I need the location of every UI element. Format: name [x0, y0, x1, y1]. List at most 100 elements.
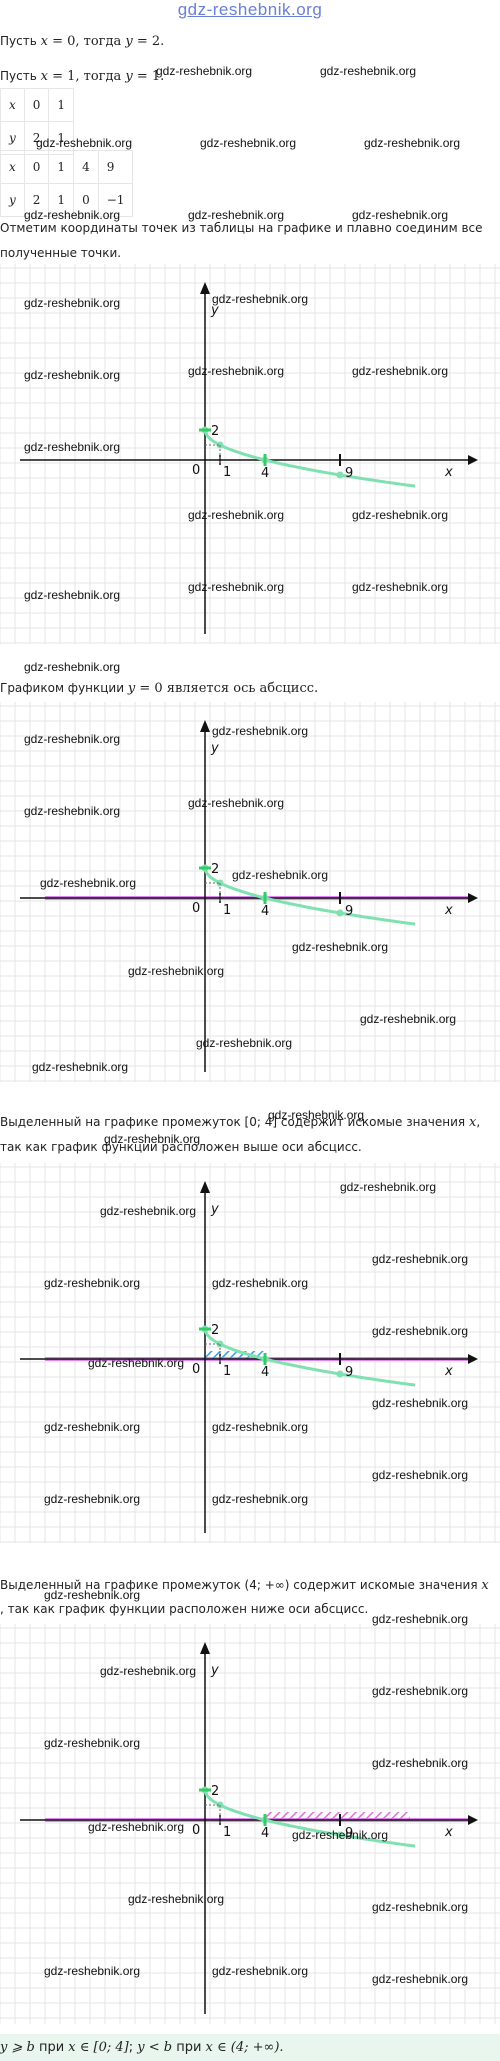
interval-0-4	[205, 1351, 265, 1359]
watermark: gdz-reshebnik.org	[32, 1060, 129, 1074]
watermark: gdz-reshebnik.org	[128, 964, 225, 978]
tick-label-4: 4	[261, 466, 269, 481]
watermark: gdz-reshebnik.org	[24, 208, 121, 222]
grid	[0, 264, 500, 644]
watermark: gdz-reshebnik.org	[196, 1036, 293, 1050]
watermark: gdz-reshebnik.org	[24, 732, 121, 746]
watermark: gdz-reshebnik.org	[24, 440, 121, 454]
watermark: gdz-reshebnik.org	[352, 508, 449, 522]
watermark: gdz-reshebnik.org	[128, 1892, 225, 1906]
tick-label-0: 0	[192, 463, 200, 478]
watermark: gdz-reshebnik.org	[212, 1964, 309, 1978]
text-graph-3: Выделенный на графике промежуток [0; 4] …	[0, 1115, 481, 1130]
watermark: gdz-reshebnik.org	[188, 208, 285, 222]
y-axis-label: y	[210, 1202, 219, 1217]
x-axis-arrow	[468, 1354, 478, 1364]
function-curve	[203, 1328, 416, 1387]
tick-label-4: 4	[261, 1826, 269, 1841]
watermark: gdz-reshebnik.org	[232, 868, 329, 882]
tick-label-0: 0	[192, 1362, 200, 1377]
x-axis-label: x	[444, 903, 453, 918]
tick-label-9: 9	[345, 1365, 353, 1380]
grid	[0, 702, 500, 1082]
watermark: gdz-reshebnik.org	[320, 64, 417, 78]
watermark: gdz-reshebnik.org	[372, 1252, 469, 1266]
watermark: gdz-reshebnik.org	[24, 660, 121, 674]
text-graph-4: Выделенный на графике промежуток (4; +∞)…	[0, 1578, 489, 1593]
x-axis-arrow	[468, 893, 478, 903]
tick-label-2: 2	[211, 1323, 219, 1338]
curve-point	[336, 471, 344, 479]
curve-point	[336, 909, 344, 917]
watermark: gdz-reshebnik.org	[188, 580, 285, 594]
text-graph-4b: , так как график функции расположен ниже…	[0, 1602, 369, 1616]
tick-label-2: 2	[211, 1784, 219, 1799]
watermark: gdz-reshebnik.org	[24, 804, 121, 818]
watermark: gdz-reshebnik.org	[212, 1492, 309, 1506]
watermark: gdz-reshebnik.org	[212, 1420, 309, 1434]
function-curve	[203, 429, 416, 488]
y-axis-label: y	[210, 1663, 219, 1678]
watermark: gdz-reshebnik.org	[188, 364, 285, 378]
watermark: gdz-reshebnik.org	[352, 580, 449, 594]
text-mark-points: Отметим координаты точек из таблицы на г…	[0, 221, 483, 235]
tick-label-1: 1	[223, 1825, 231, 1840]
watermark: gdz-reshebnik.org	[212, 292, 309, 306]
watermark: gdz-reshebnik.org	[268, 1108, 365, 1122]
y-axis-label: y	[210, 303, 219, 318]
watermark: gdz-reshebnik.org	[372, 1612, 469, 1626]
watermark: gdz-reshebnik.org	[36, 136, 133, 150]
interval-4-inf	[265, 1812, 410, 1820]
watermark: gdz-reshebnik.org	[24, 296, 121, 310]
tick-label-2: 2	[211, 424, 219, 439]
watermark: gdz-reshebnik.org	[212, 1276, 309, 1290]
watermark: gdz-reshebnik.org	[40, 876, 137, 890]
text-mark-points-2: полученные точки.	[0, 246, 122, 260]
watermark: gdz-reshebnik.org	[292, 1828, 389, 1842]
watermark: gdz-reshebnik.org	[44, 1964, 141, 1978]
watermark: gdz-reshebnik.org	[100, 1204, 197, 1218]
curve-point	[336, 1370, 344, 1378]
function-curve	[203, 867, 416, 926]
watermark: gdz-reshebnik.org	[24, 588, 121, 602]
y-axis-arrow	[200, 1642, 210, 1654]
site-title[interactable]: gdz-reshebnik.org	[177, 0, 323, 19]
answer-box: y ⩾ b при x ∈ [0; 4]; y < b при x ∈ (4; …	[0, 2034, 500, 2061]
watermark: gdz-reshebnik.org	[360, 1012, 457, 1026]
watermark: gdz-reshebnik.org	[372, 1396, 469, 1410]
watermark: gdz-reshebnik.org	[44, 1492, 141, 1506]
y-axis-arrow	[200, 720, 210, 732]
tick-label-9: 9	[345, 904, 353, 919]
tick-label-1: 1	[223, 465, 231, 480]
watermark: gdz-reshebnik.org	[24, 368, 121, 382]
grid	[0, 1624, 500, 2024]
watermark: gdz-reshebnik.org	[212, 724, 309, 738]
watermark: gdz-reshebnik.org	[372, 1972, 469, 1986]
watermark: gdz-reshebnik.org	[352, 208, 449, 222]
tick-label-1: 1	[223, 903, 231, 918]
watermark: gdz-reshebnik.org	[200, 136, 297, 150]
watermark: gdz-reshebnik.org	[372, 1324, 469, 1338]
function-curve	[203, 1789, 416, 1848]
watermark: gdz-reshebnik.org	[372, 1900, 469, 1914]
x-axis-label: x	[444, 1825, 453, 1840]
watermark: gdz-reshebnik.org	[364, 136, 461, 150]
watermark: gdz-reshebnik.org	[372, 1756, 469, 1770]
watermark: gdz-reshebnik.org	[352, 364, 449, 378]
watermark: gdz-reshebnik.org	[156, 64, 253, 78]
y-axis-label: y	[210, 741, 219, 756]
text-graph-3b: так как график функции расположен выше о…	[0, 1140, 362, 1154]
watermark: gdz-reshebnik.org	[104, 1132, 201, 1146]
text-graph-2: Графиком функции y = 0 является ось абсц…	[0, 681, 319, 696]
watermark: gdz-reshebnik.org	[292, 940, 389, 954]
watermark: gdz-reshebnik.org	[44, 1736, 141, 1750]
watermark: gdz-reshebnik.org	[88, 1356, 185, 1370]
watermark: gdz-reshebnik.org	[372, 1684, 469, 1698]
